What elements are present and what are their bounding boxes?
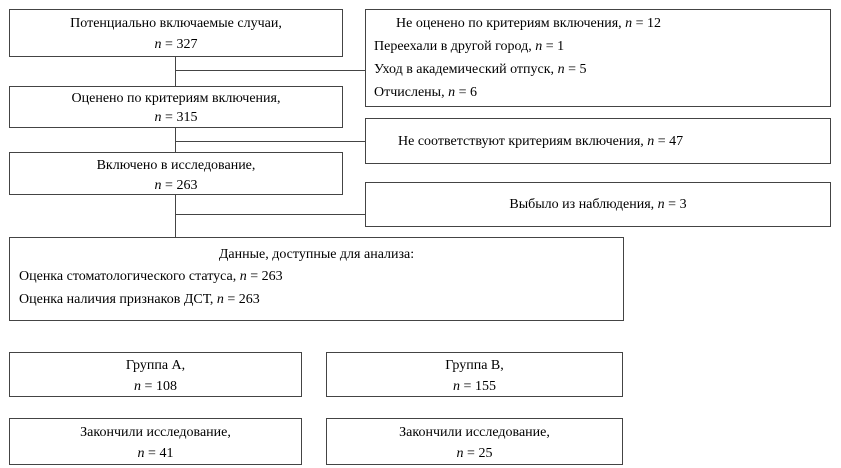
connector-included-analysis (175, 195, 176, 237)
box-group-a: Группа А, n = 108 (9, 352, 302, 397)
analysis-line: Оценка наличия признаков ДСТ, n = 263 (19, 292, 260, 307)
finished-b-count: n = 25 (456, 446, 493, 461)
group-a-count: n = 108 (134, 379, 177, 394)
connector-assessed-included (175, 128, 176, 152)
connector-to-dropped (175, 214, 365, 215)
not-meeting-label: Не соответствуют критериям включения, n … (398, 134, 684, 149)
box-not-meeting: Не соответствуют критериям включения, n … (365, 118, 831, 164)
group-a-label: Группа А, (125, 358, 186, 373)
box-finished-b: Закончили исследование, n = 25 (326, 418, 623, 465)
box-analysis: Данные, доступные для анализа: Оценка ст… (9, 237, 624, 321)
box-not-assessed: Не оценено по критериям включения, n = 1… (365, 9, 831, 107)
not-assessed-item: Переехали в другой город, n = 1 (374, 39, 565, 54)
finished-a-count: n = 41 (137, 446, 174, 461)
potential-label: Потенциально включаемые случаи, (70, 16, 282, 31)
box-dropped: Выбыло из наблюдения, n = 3 (365, 182, 831, 227)
assessed-count: n = 315 (154, 110, 198, 125)
not-assessed-item: Отчислены, n = 6 (374, 85, 477, 100)
group-b-count: n = 155 (453, 379, 496, 394)
included-count: n = 263 (154, 178, 198, 193)
group-b-label: Группа В, (445, 358, 504, 373)
box-finished-a: Закончили исследование, n = 41 (9, 418, 302, 465)
box-potential: Потенциально включаемые случаи, n = 327 (9, 9, 343, 57)
analysis-title: Данные, доступные для анализа: (218, 247, 415, 262)
assessed-label: Оценено по критериям включения, (71, 91, 281, 106)
connector-potential-assessed (175, 57, 176, 86)
finished-a-label: Закончили исследование, (80, 425, 231, 440)
finished-b-label: Закончили исследование, (399, 425, 550, 440)
box-group-b: Группа В, n = 155 (326, 352, 623, 397)
box-assessed: Оценено по критериям включения, n = 315 (9, 86, 343, 128)
not-assessed-label: Не оценено по критериям включения, n = 1… (396, 16, 662, 31)
included-label: Включено в исследование, (96, 158, 256, 173)
potential-count: n = 327 (154, 37, 198, 52)
analysis-line: Оценка стоматологического статуса, n = 2… (19, 269, 283, 284)
connector-to-not-assessed (175, 70, 365, 71)
not-assessed-item: Уход в академический отпуск, n = 5 (374, 62, 587, 77)
box-included: Включено в исследование, n = 263 (9, 152, 343, 195)
dropped-label: Выбыло из наблюдения, n = 3 (509, 197, 687, 212)
connector-to-not-meeting (175, 141, 365, 142)
